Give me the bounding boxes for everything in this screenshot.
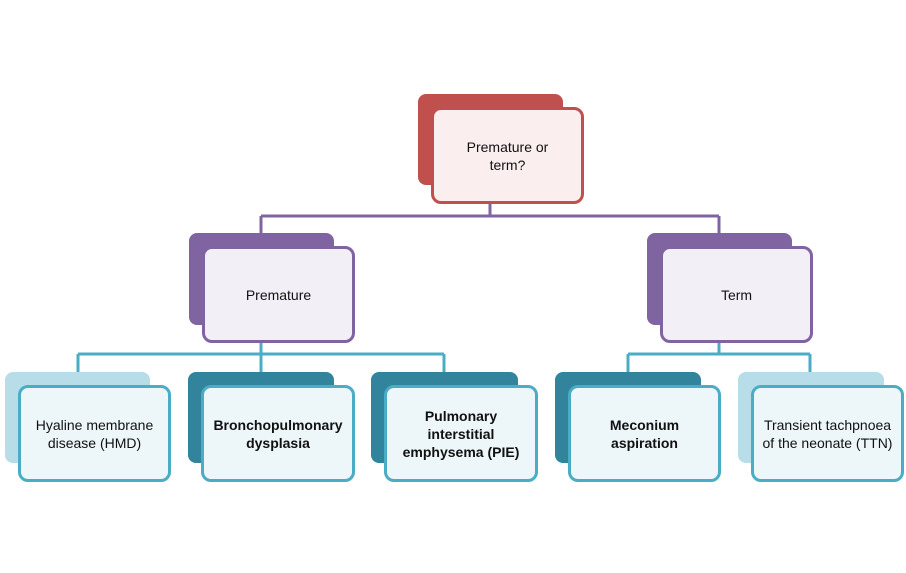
leaf-meconium-label: Meconium aspiration: [609, 416, 680, 451]
leaf-bpd-box: Bronchopulmonary dysplasia: [201, 385, 355, 482]
term-node-label: Term: [720, 286, 753, 303]
root-connectors: [259, 203, 721, 234]
leaf-hmd-label: Hyaline membrane disease (HMD): [35, 416, 154, 451]
term-node-box: Term: [660, 246, 813, 343]
premature-connectors: [76, 341, 446, 372]
leaf-pie-box: Pulmonary interstitial emphysema (PIE): [384, 385, 538, 482]
term-connectors: [626, 341, 812, 372]
premature-node-label: Premature: [245, 286, 312, 303]
premature-node-box: Premature: [202, 246, 355, 343]
leaf-ttn-label: Transient tachpnoea of the neonate (TTN): [762, 416, 893, 451]
leaf-pie-label: Pulmonary interstitial emphysema (PIE): [402, 407, 520, 460]
root-node-box: Premature or term?: [431, 107, 584, 204]
leaf-hmd-box: Hyaline membrane disease (HMD): [18, 385, 171, 482]
leaf-ttn-box: Transient tachpnoea of the neonate (TTN): [751, 385, 904, 482]
leaf-meconium-box: Meconium aspiration: [568, 385, 721, 482]
leaf-bpd-label: Bronchopulmonary dysplasia: [213, 416, 343, 451]
root-node-label: Premature or term?: [466, 138, 549, 173]
